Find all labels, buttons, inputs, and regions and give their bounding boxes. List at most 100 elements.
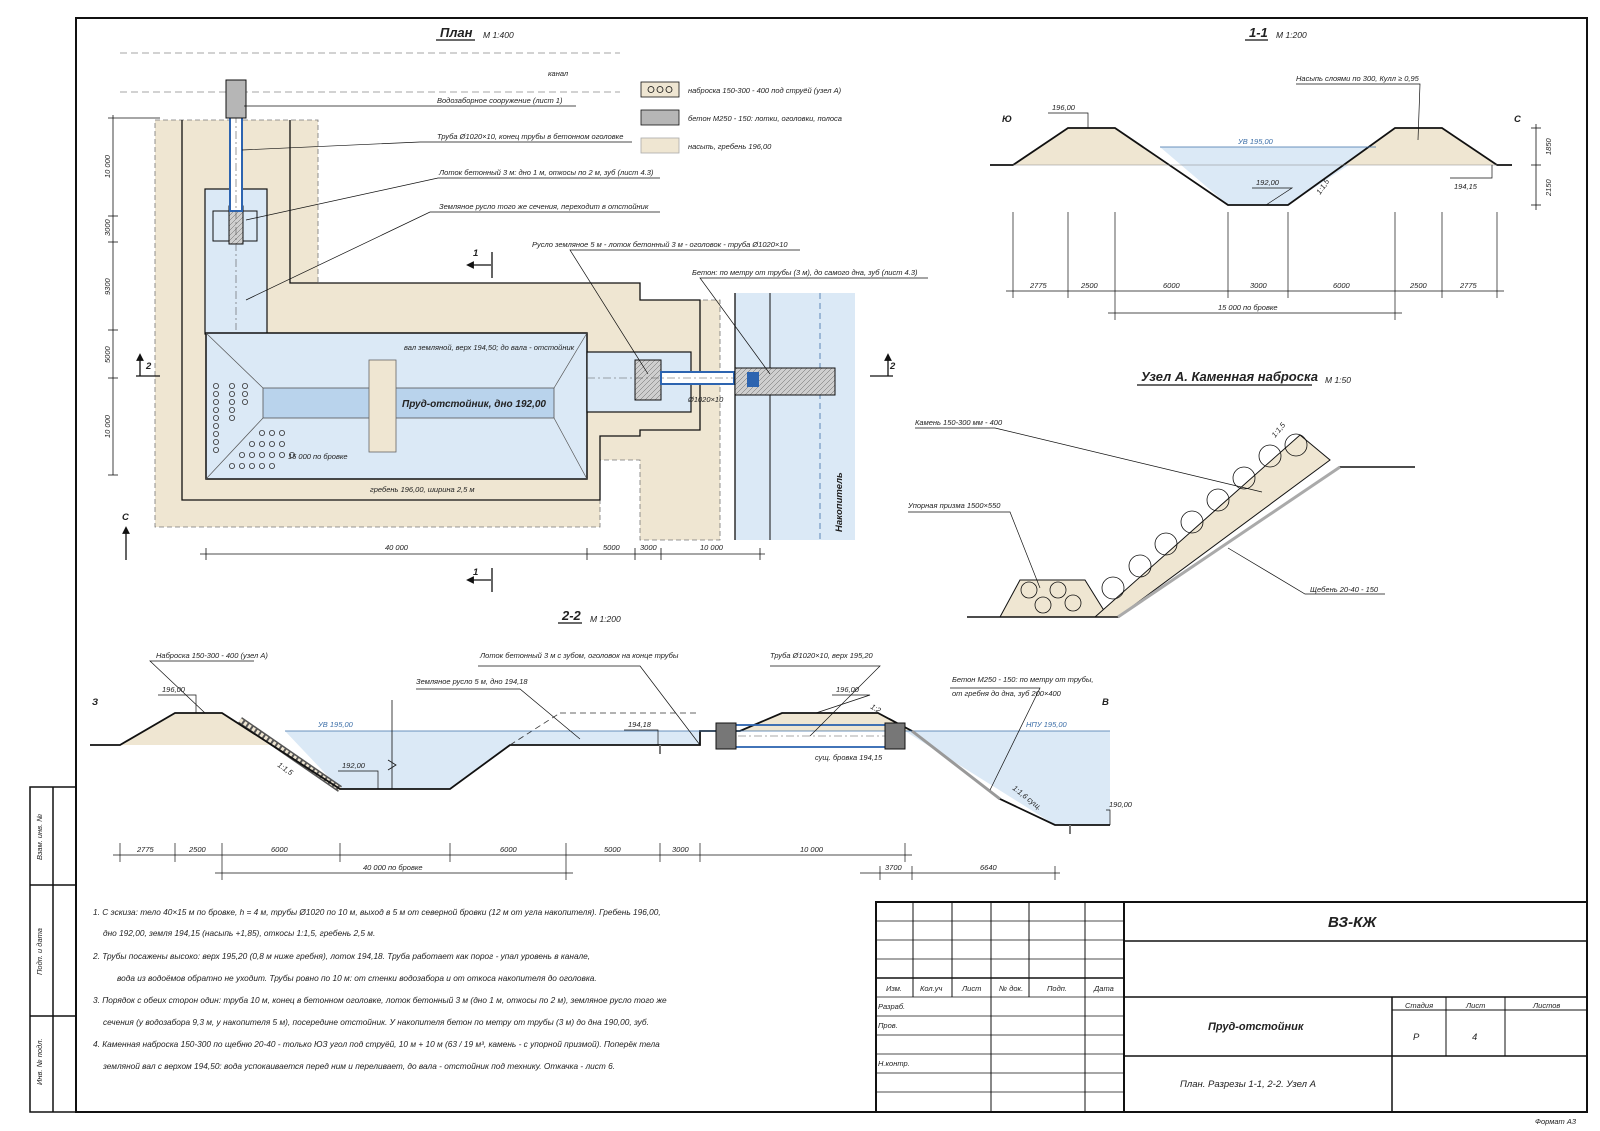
s22-dim-5: 5000 <box>604 845 622 854</box>
section-1-1-water-label: УВ 195,00 <box>1237 137 1274 146</box>
note-4b: земляной вал с верхом 194,50: вода успок… <box>103 1061 616 1071</box>
section-2-2-water-right-label: НПУ 195,00 <box>1026 720 1067 729</box>
plan-view: План М 1:400 канал Пруд-отстойник, дно 1… <box>103 25 928 592</box>
stamp-inv: Инв. № подл. <box>35 1038 44 1085</box>
tb-role-check: Пров. <box>878 1021 898 1030</box>
plan-vdim-2: 3000 <box>103 218 112 236</box>
outlet-pipe-label: Ø1020×10 <box>687 395 724 404</box>
section-mark-1a: 1 <box>473 248 478 259</box>
plan-vdim-4: 5000 <box>103 345 112 363</box>
section-2-2-bottom: 192,00 <box>342 761 366 770</box>
section-1-1-bottom: 192,00 <box>1256 178 1280 187</box>
tb-stage-label: Стадия <box>1405 1001 1433 1010</box>
callout-earth-channel: Земляное русло того же сечения, переходи… <box>439 202 649 211</box>
node-a-scale: М 1:50 <box>1325 375 1351 385</box>
section-2-2-west: З <box>92 697 98 708</box>
section-mark-2b: 2 <box>889 361 896 372</box>
section-2-2: 2-2 М 1:200 З В УВ 195,00 НПУ 195,00 196… <box>90 608 1133 880</box>
tb-role-dev: Разраб. <box>878 1002 905 1011</box>
plan-hdim-3: 3000 <box>640 543 658 552</box>
tb-hdr-sign: Подп. <box>1047 984 1067 993</box>
section-2-2-water-right <box>905 731 1110 825</box>
plan-scale: М 1:400 <box>483 30 514 40</box>
tb-sheet-title: План. Разрезы 1-1, 2-2. Узел А <box>1180 1079 1316 1090</box>
callout-outlet-concrete: Бетон: по метру от трубы (3 м), до самог… <box>692 268 918 277</box>
section-1-1-vdim-1: 1850 <box>1544 137 1553 155</box>
note-1a: 1. С эскиза: тело 40×15 м по бровке, h =… <box>93 907 661 917</box>
section-1-1-title: 1-1 <box>1249 25 1268 40</box>
legend-concrete: бетон М250 - 150: лотки, оголовки, полос… <box>688 114 842 123</box>
s22-dim-total: 40 000 по бровке <box>363 863 423 872</box>
section-2-2-left-dam <box>120 713 270 745</box>
node-a-stone-label: Камень 150-300 мм - 400 <box>915 418 1003 427</box>
stamp-replace: Взам. инв. № <box>35 814 44 860</box>
note-4a: 4. Каменная наброска 150-300 по щебню 20… <box>93 1039 660 1049</box>
tb-sheet: 4 <box>1472 1032 1477 1043</box>
riprap-stones <box>212 382 295 469</box>
section-1-1-vdim-2: 2150 <box>1544 178 1553 197</box>
section-2-2-title: 2-2 <box>561 608 582 623</box>
s22-dim-2: 2500 <box>188 845 207 854</box>
section-2-2-headwall-right <box>884 722 906 750</box>
node-a-gravel-label: Щебень 20-40 - 150 <box>1310 585 1379 594</box>
node-a-stones <box>1020 433 1308 614</box>
tb-hdr-kol: Кол.уч <box>920 984 942 993</box>
plan-hdim-1: 40 000 <box>385 543 409 552</box>
section-mark-1b: 1 <box>473 567 478 578</box>
section-mark-2a: 2 <box>145 361 152 372</box>
s22-callout-channel: Земляное русло 5 м, дно 194,18 <box>416 677 528 686</box>
plan-vdim-5: 10 000 <box>103 414 112 438</box>
note-2b: вода из водоёмов обратно не уходит. Труб… <box>117 973 597 983</box>
crest-label: гребень 196,00, ширина 2,5 м <box>370 485 474 494</box>
callout-intake-structure: Водозаборное сооружение (лист 1) <box>437 96 563 105</box>
section-1-1-fill-note: Насыпь слоями по 300, Кулл ≥ 0,95 <box>1296 74 1420 83</box>
s11-dim-6: 2500 <box>1409 281 1428 290</box>
section-1-1-left-fill <box>1013 128 1167 165</box>
title-block-grid <box>875 901 1588 1113</box>
s22-dim-3: 6000 <box>271 845 289 854</box>
section-2-2-scale: М 1:200 <box>590 614 621 624</box>
section-2-2-crest-left: 196,00 <box>162 685 186 694</box>
node-a-prism-label: Упорная призма 1500×550 <box>907 501 1001 510</box>
section-2-2-crest-right: 196,00 <box>836 685 860 694</box>
s22-callout-pipe: Труба Ø1020×10, верх 195,20 <box>770 651 873 660</box>
reservoir-label: Накопитель <box>834 472 845 532</box>
north-arrow-label: С <box>122 512 129 523</box>
section-1-1-ground: 194,15 <box>1454 182 1478 191</box>
tb-hdr-doc: № док. <box>999 984 1023 993</box>
callout-intake-pipe: Труба Ø1020×10, конец трубы в бетонном о… <box>437 132 623 141</box>
section-2-2-channel: 194,18 <box>628 720 652 729</box>
section-1-1-scale: М 1:200 <box>1276 30 1307 40</box>
plan-title: План <box>440 25 473 40</box>
node-a-slope: 1:1,5 <box>1270 420 1288 439</box>
earth-dam <box>368 359 397 453</box>
plan-legend <box>640 81 680 154</box>
canal-label: канал <box>548 69 569 78</box>
s11-dim-5: 6000 <box>1333 281 1351 290</box>
reservoir <box>735 293 855 540</box>
s11-dim-2: 2500 <box>1080 281 1099 290</box>
plan-hdim-4: 10 000 <box>700 543 724 552</box>
section-1-1-right-fill <box>1343 128 1497 165</box>
tb-stage: Р <box>1413 1032 1420 1043</box>
dam-crest-label: вал земляной, верх 194,50; до вала - отс… <box>404 343 575 352</box>
plan-vdim-3: 9300 <box>103 277 112 295</box>
section-2-2-water-left <box>285 731 700 789</box>
s22-callout-riprap: Наброска 150-300 - 400 (узел А) <box>156 651 268 660</box>
node-a-stone-layer <box>1093 434 1331 618</box>
s22-callout-concrete-1: Бетон М250 - 150: по метру от трубы, <box>952 675 1093 684</box>
format-label: Формат А3 <box>1535 1117 1577 1126</box>
s22-callout-flume: Лоток бетонный 3 м с зубом, оголовок на … <box>479 651 679 660</box>
section-2-2-brow: сущ. бровка 194,15 <box>815 753 883 762</box>
tb-hdr-date: Дата <box>1093 984 1114 993</box>
legend-riprap: наброска 150-300 - 400 под струёй (узел … <box>688 86 842 95</box>
note-2a: 2. Трубы посажены высоко: верх 195,20 (0… <box>93 951 591 961</box>
section-2-2-reservoir: 190,00 <box>1109 800 1133 809</box>
plan-vdim-1: 10 000 <box>103 154 112 178</box>
side-stamp <box>29 786 77 1113</box>
tb-sheets-label: Листов <box>1532 1001 1560 1010</box>
tb-sheet-label: Лист <box>1465 1001 1485 1010</box>
intake-structure <box>225 79 247 119</box>
s11-dim-total: 15 000 по бровке <box>1218 303 1278 312</box>
tb-hdr-izm: Изм. <box>886 984 902 993</box>
